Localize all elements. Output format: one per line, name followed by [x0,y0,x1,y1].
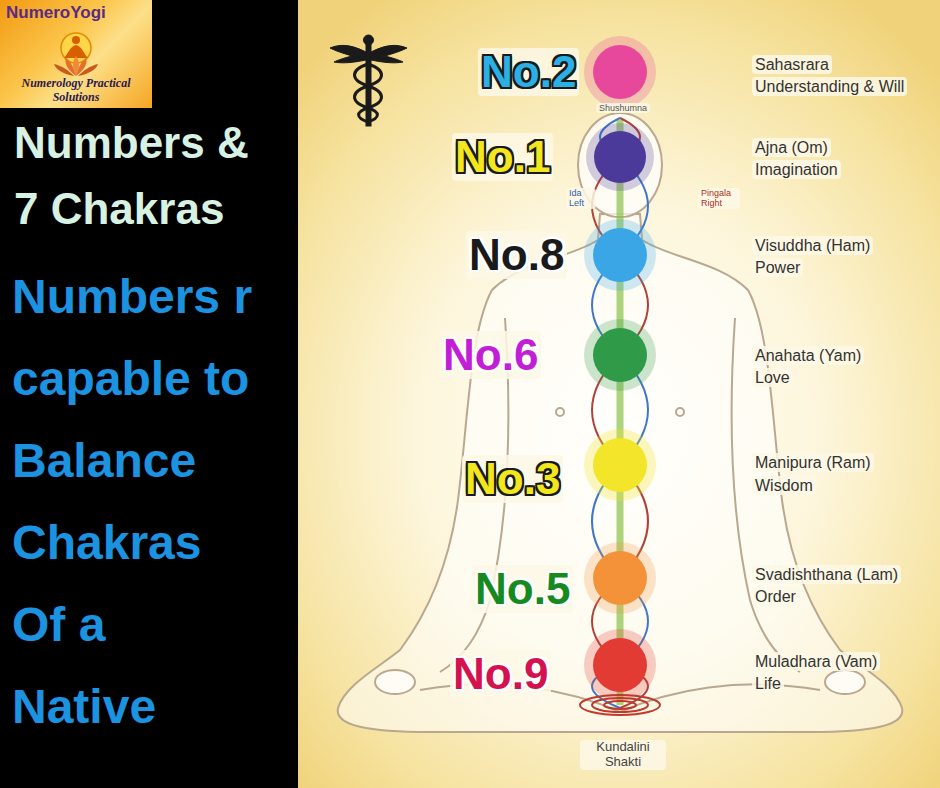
chakra-glow [584,36,656,108]
caduceus-wing [330,45,366,62]
chakra-quality: Love [752,368,793,387]
brand-subtitle: Numerology Practical Solutions [6,77,146,103]
seated-figure [338,113,903,732]
caduceus-symbol [330,35,407,126]
chakra-quality: Imagination [752,160,841,179]
hand [825,670,865,694]
chakra-circle [593,45,647,99]
chakra-name: Svadishthana (Lam) [752,565,901,584]
heading-text: Numbers & 7 Chakras [14,110,264,242]
chakra-name: Visuddha (Ham) [752,236,873,255]
spiral-ring [604,701,636,709]
side-panel: Numbers & 7 ChakrasNumbers r capable to … [0,0,298,788]
chakra-glow [584,219,656,291]
chakra-glow [584,542,656,614]
chakra-name: Muladhara (Vam) [752,652,880,671]
callout-number: No.5 [472,565,573,613]
brand-name: NumeroYogi [6,3,152,23]
channel-label: Pingala Right [698,188,740,209]
chakra-glow [584,319,656,391]
spiral-ring [580,695,660,715]
callout-number: No.1 [452,133,553,181]
caduceus-wing [371,45,407,62]
chest-mark [556,408,564,416]
chakra-name: Anahata (Yam) [752,346,864,365]
callout-number: No.6 [440,331,541,379]
chakra-name: Sahasrara [752,55,832,74]
chakra-circles [584,36,656,701]
kundalini-spiral [580,695,660,715]
chakra-glow [586,123,654,191]
callout-number: No.3 [462,455,563,503]
chakra-circle [593,551,647,605]
caduceus-snake [355,64,382,122]
channel-label: Ida Left [566,188,596,209]
logo-head [72,36,80,44]
chakra-quality: Wisdom [752,476,816,495]
chakra-circle [593,638,647,692]
chakra-circle [593,328,647,382]
sushumna-channel [617,120,624,705]
pingala-channel [592,118,648,708]
chakra-circle [593,228,647,282]
callout-number: No.2 [478,48,579,96]
callout-number: No.9 [450,650,551,698]
chakra-name: Manipura (Ram) [752,453,874,472]
chakra-glow [584,429,656,501]
chest-mark [676,408,684,416]
spiral-ring [592,698,648,712]
chakra-circle [594,131,646,183]
lotus-logo-icon [48,24,104,80]
chakra-name: Ajna (Om) [752,138,831,157]
chakra-glow [584,629,656,701]
ida-channel [592,118,648,708]
caduceus-knob [364,35,374,45]
channel-label: Shushumna [596,103,650,113]
chakra-quality: Power [752,258,803,277]
callout-number: No.8 [466,231,567,279]
hand [375,670,415,694]
logo-petal [73,56,79,76]
tagline-text: Numbers r capable to Balance Chakras Of … [12,256,258,748]
kundalini-label: Kundalini Shakti [580,740,666,770]
chakra-quality: Order [752,587,799,606]
chakra-quality: Life [752,674,784,693]
chakra-quality: Understanding & Will [752,77,907,96]
caduceus-snake [355,64,382,122]
chakra-circle [593,438,647,492]
